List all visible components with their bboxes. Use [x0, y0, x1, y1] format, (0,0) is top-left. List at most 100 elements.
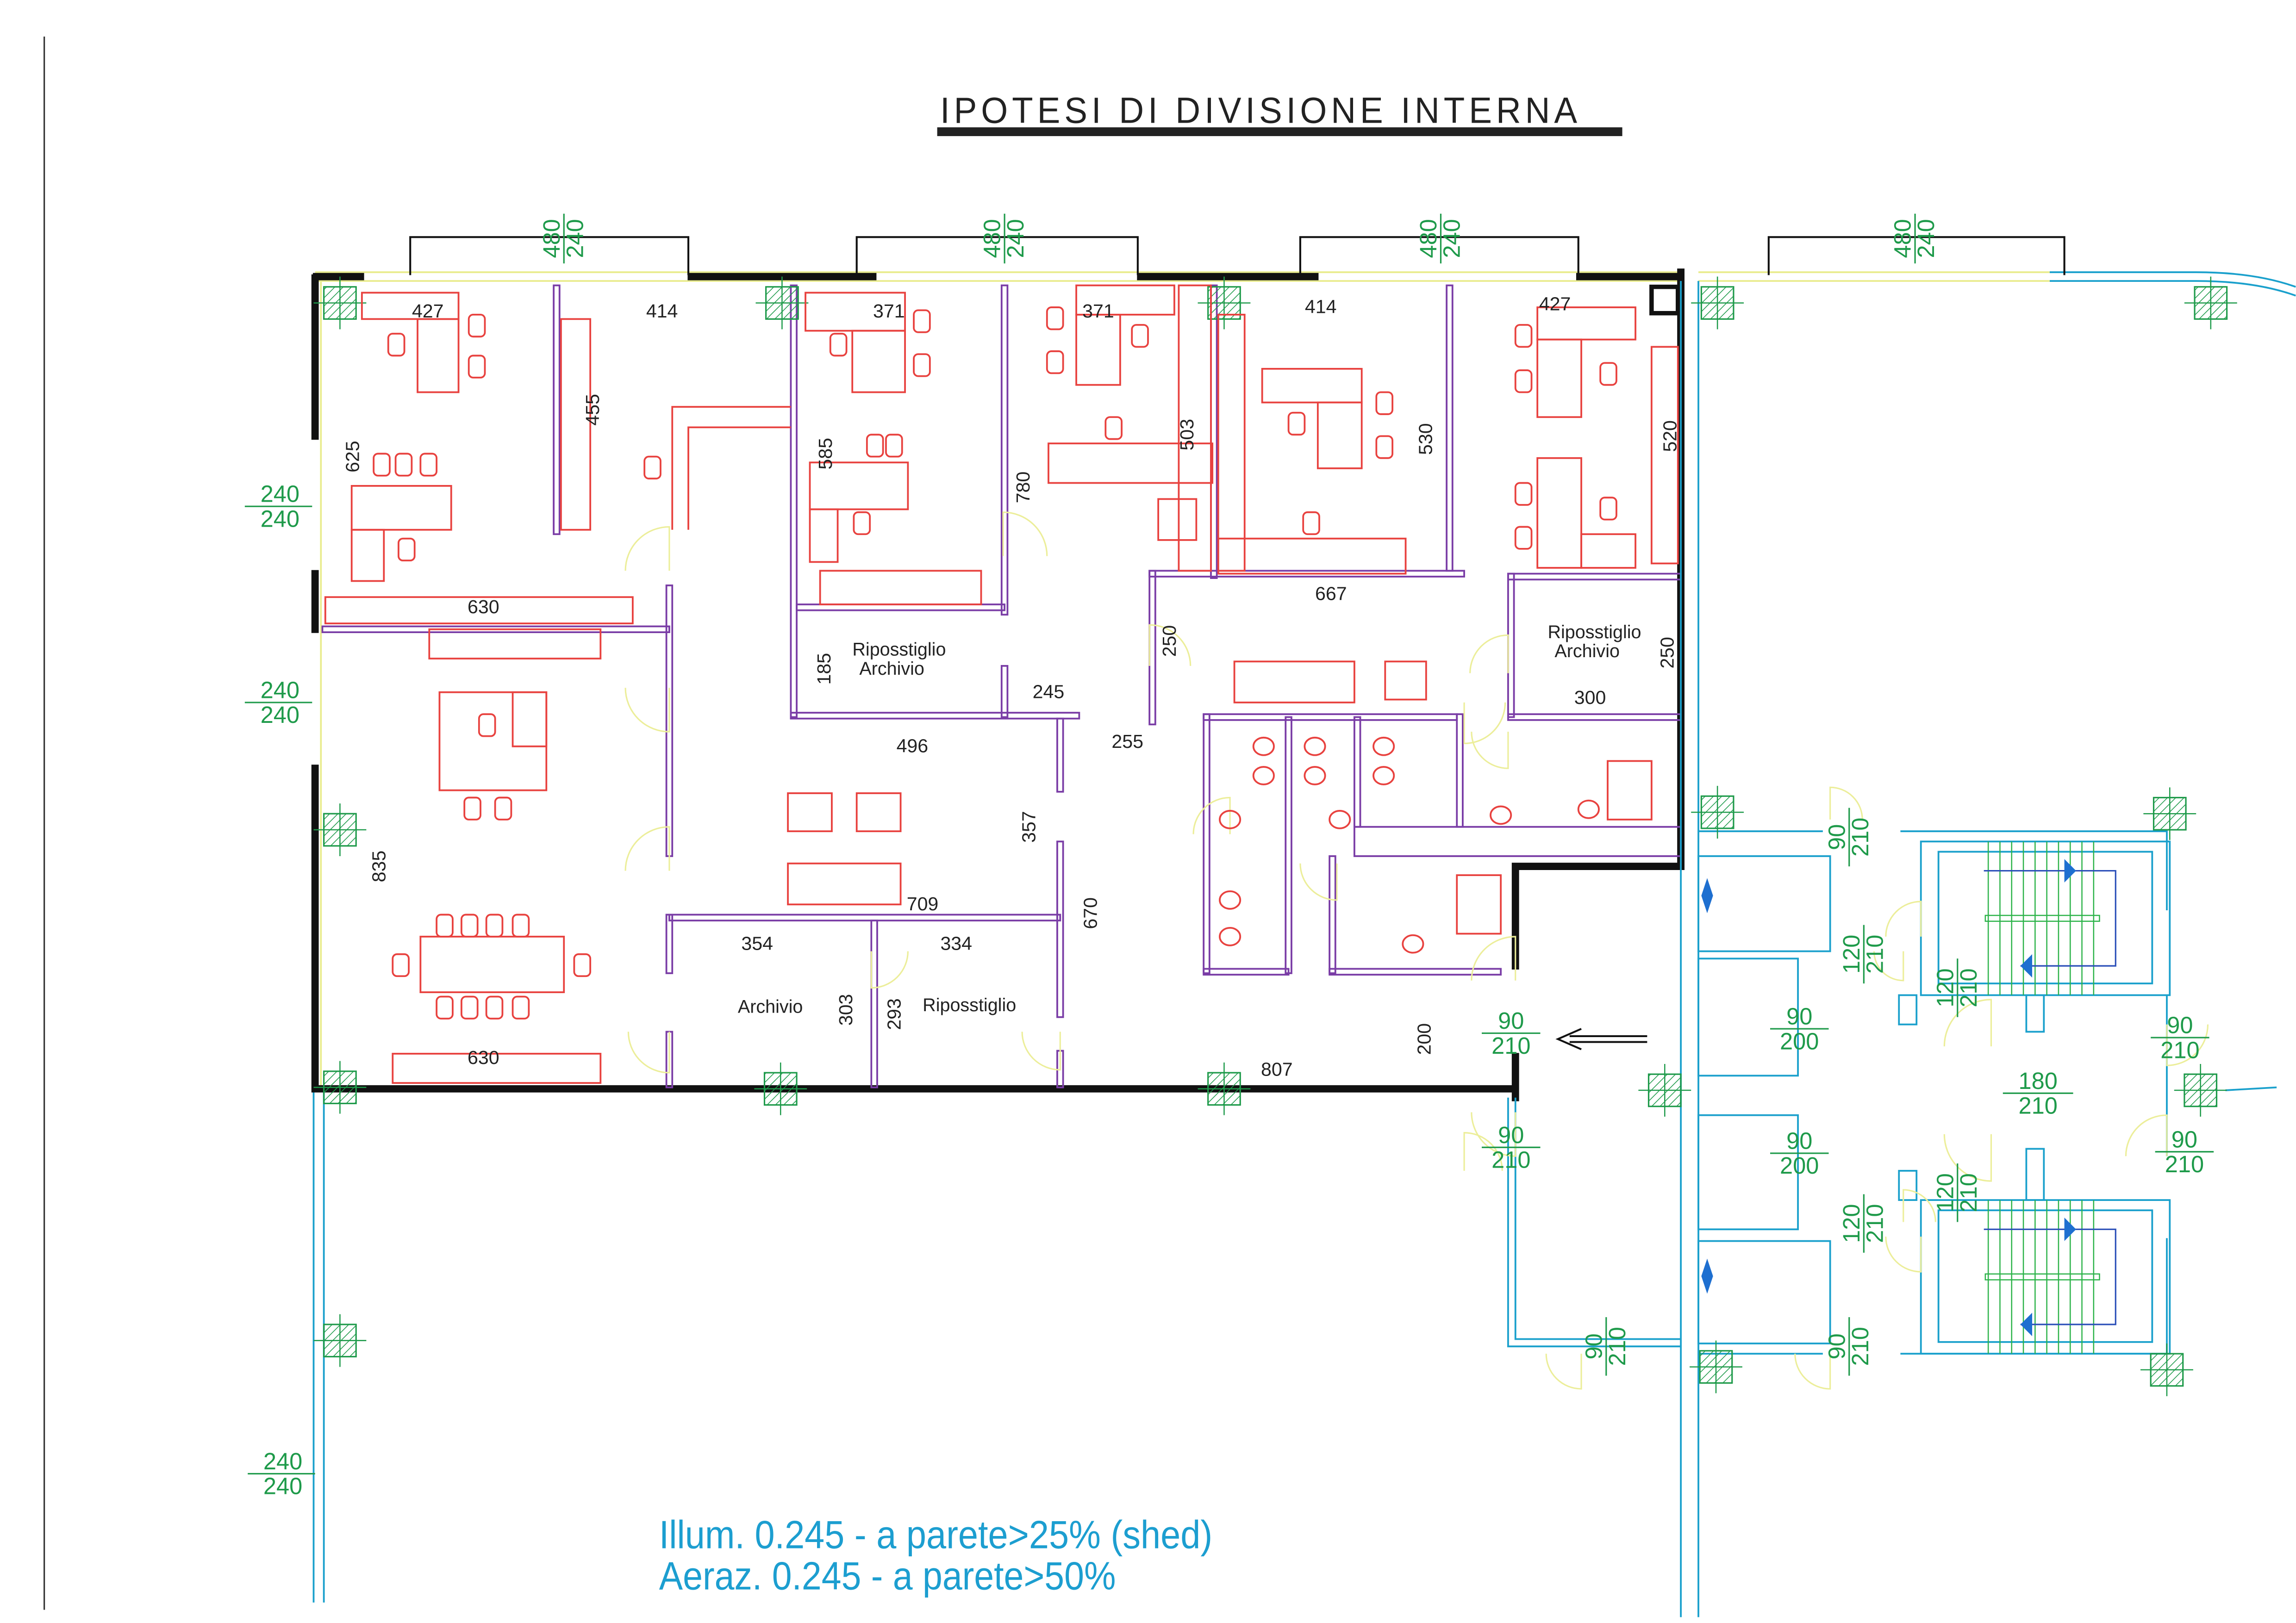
room-label-storage-archive-2-sub: Archivio [1554, 641, 1620, 661]
chair-icon [436, 914, 454, 938]
chair-icon [1104, 416, 1123, 440]
dimension-label: 427 [412, 300, 444, 322]
furniture-piece [1384, 660, 1427, 701]
furniture-piece [1178, 284, 1212, 572]
chair-icon [885, 434, 903, 458]
svg-text:90: 90 [2167, 1012, 2193, 1038]
furniture-piece [787, 792, 833, 833]
door-swing [1829, 786, 1863, 820]
column-icon [313, 803, 367, 856]
svg-text:90: 90 [1580, 1333, 1607, 1359]
chair-icon [494, 796, 512, 821]
svg-text:240: 240 [263, 1473, 302, 1499]
dimension-label: 496 [897, 735, 929, 756]
dimension-label: 709 [907, 893, 939, 914]
door-swings [624, 511, 2209, 1390]
room-labels: Riposstiglio Archivio Riposstiglio Archi… [738, 622, 1641, 1017]
door-swing [1903, 1189, 1936, 1222]
chair-icon [913, 309, 931, 333]
chair-icon [829, 333, 848, 357]
svg-text:120: 120 [1932, 1173, 1958, 1212]
counter-l-shape [671, 406, 791, 530]
dimension-label: 807 [1261, 1058, 1293, 1080]
chair-icon [853, 511, 871, 535]
stair-core [1507, 281, 2277, 1617]
chair-icon [1287, 411, 1306, 436]
stair-handrail [1984, 1273, 2100, 1281]
svg-text:210: 210 [1861, 1204, 1888, 1243]
chair-icon [1302, 511, 1320, 535]
svg-text:120: 120 [1838, 1204, 1865, 1243]
furniture-piece [1233, 660, 1355, 703]
door-swing [624, 526, 670, 571]
door-swing [2125, 1114, 2168, 1157]
dimension-label: 427 [1539, 293, 1571, 314]
room-label-storage: Riposstiglio [923, 995, 1016, 1015]
dimension-label: 371 [1082, 300, 1114, 322]
furniture-piece [417, 318, 460, 393]
page-title: IPOTESI DI DIVISIONE INTERNA [940, 90, 1581, 131]
door-swing [1943, 1134, 1992, 1182]
furniture-piece [1580, 533, 1636, 569]
dimension-label: 780 [1012, 472, 1034, 504]
furniture-piece [361, 292, 460, 320]
sanitary-fixture-icon [1373, 766, 1395, 785]
sanitary-fixture-icon [1252, 736, 1275, 756]
furniture-piece [855, 792, 902, 833]
furniture-piece [512, 691, 548, 747]
sanitary-fixture-icon [1329, 810, 1351, 829]
svg-text:200: 200 [1780, 1152, 1819, 1179]
furniture-piece [1536, 306, 1636, 341]
svg-text:90: 90 [1498, 1122, 1524, 1148]
chair-icon [1599, 362, 1617, 386]
door-swing [1471, 936, 1516, 981]
dimension-label: 334 [940, 933, 972, 954]
chair-icon [1046, 350, 1064, 374]
chair-icon [1514, 324, 1533, 348]
chair-icon [460, 995, 479, 1020]
furniture-piece [560, 318, 592, 531]
column-icon [313, 276, 367, 330]
stair-arrow-icon [1701, 1258, 1713, 1294]
chair-icon [463, 796, 481, 821]
chair-icon [866, 434, 884, 458]
furniture [324, 284, 1679, 1084]
svg-text:210: 210 [2165, 1151, 2204, 1177]
dimension-label: 670 [1079, 897, 1101, 929]
stair-arrow-icon [2020, 954, 2033, 978]
furniture-piece [324, 596, 634, 625]
entrance-arrow-icon [1555, 1028, 1647, 1051]
furniture-piece [438, 691, 548, 791]
column-icon [1691, 276, 1744, 330]
dimension-label: 245 [1033, 681, 1065, 702]
door-swing [870, 951, 909, 989]
door-swing [1469, 634, 1509, 673]
furniture-piece [1217, 313, 1246, 572]
door-swing [1002, 511, 1048, 556]
svg-text:200: 200 [1780, 1028, 1819, 1054]
dimension-label: 255 [1111, 731, 1143, 752]
chair-icon [1514, 526, 1533, 550]
svg-text:480: 480 [1890, 219, 1916, 258]
column-icon [1638, 1063, 1691, 1117]
dimension-label: 530 [1415, 423, 1436, 455]
door-swing [1471, 1112, 1516, 1157]
svg-text:480: 480 [538, 219, 565, 258]
chair-icon [436, 995, 454, 1020]
accessible-toilet-icon [1607, 760, 1653, 821]
title-underline [937, 127, 1622, 137]
room-label-storage-archive-1: Riposstiglio [852, 640, 946, 660]
chair-icon [373, 453, 391, 477]
chair-icon [485, 914, 504, 938]
svg-text:240: 240 [261, 702, 299, 728]
